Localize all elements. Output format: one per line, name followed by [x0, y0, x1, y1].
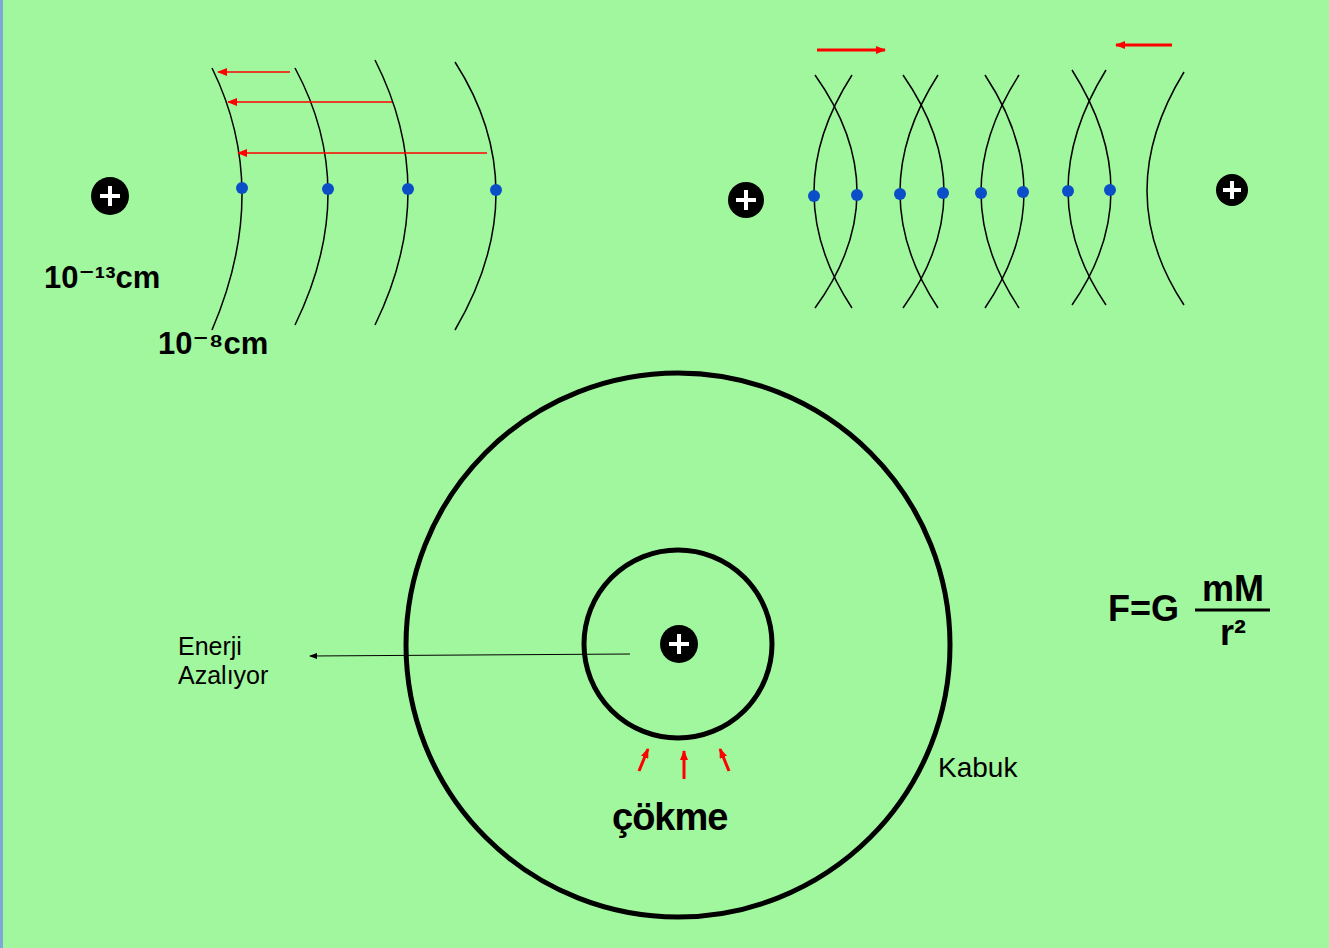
electrons — [808, 184, 1116, 202]
energy-note: Enerji Azalıyor — [178, 632, 298, 690]
collapse-label: çökme — [612, 796, 727, 840]
wavefronts — [212, 60, 496, 330]
nucleus — [91, 177, 129, 215]
red-arrows — [218, 72, 487, 153]
nucleus — [728, 182, 764, 218]
nucleus — [660, 625, 698, 663]
collapse-arrows — [639, 749, 729, 779]
formula-text: F=G — [1108, 588, 1179, 629]
dimension-label: 10⁻⁸cm — [158, 326, 268, 362]
formula-denominator: r² — [1220, 612, 1246, 653]
dimension-label: 10⁻¹³cm — [44, 260, 160, 296]
crossed-wavefronts — [814, 70, 1184, 308]
formula-numerator: mM — [1202, 568, 1264, 609]
electrons — [236, 182, 502, 196]
nucleus — [1216, 174, 1248, 206]
shell-label: Kabuk — [938, 752, 1017, 784]
leader-arrow — [310, 654, 630, 656]
shells — [406, 373, 950, 917]
red-arrows — [817, 45, 1172, 50]
edge-strip — [0, 0, 3, 948]
